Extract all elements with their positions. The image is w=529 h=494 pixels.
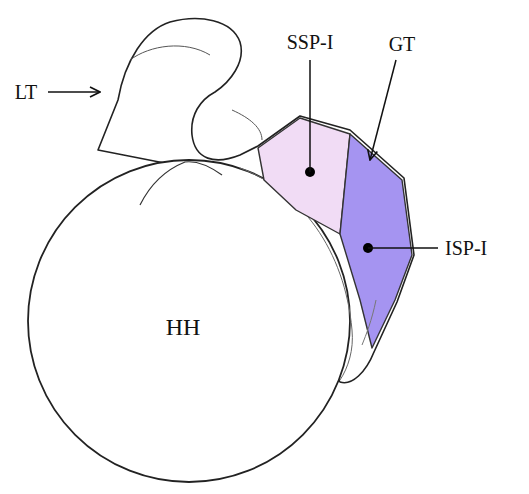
bone-contour — [130, 46, 210, 60]
bone-contour — [232, 110, 262, 140]
part-label: GT — [387, 33, 418, 55]
bone-shading — [362, 300, 376, 345]
infraspinatus-insertion — [340, 134, 412, 348]
intertubercular-groove — [140, 162, 222, 205]
leader-line — [309, 60, 311, 172]
supraspinatus-insertion — [258, 118, 350, 234]
pointer-arrow — [370, 60, 396, 160]
part-label: ISP-I — [443, 237, 489, 259]
part-label: SSP-I — [285, 31, 336, 53]
pointer-arrow — [48, 91, 100, 93]
leader-line — [368, 247, 438, 249]
part-label: LT — [13, 81, 40, 103]
region-label: HH — [164, 314, 203, 340]
